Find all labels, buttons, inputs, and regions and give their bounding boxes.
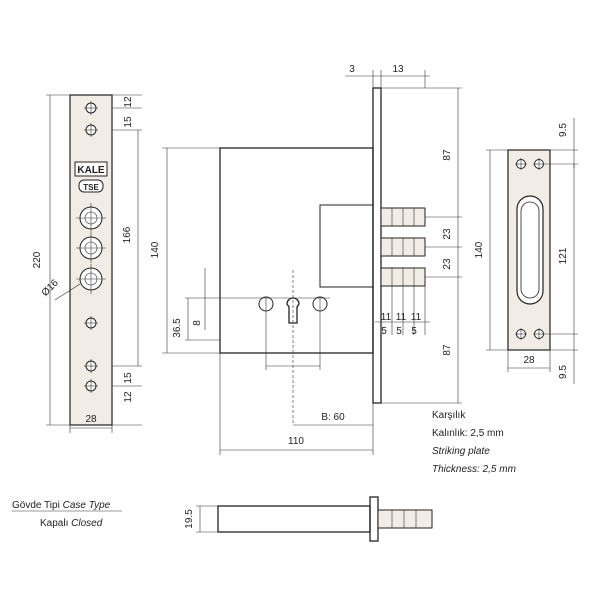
faceplate-screw-top-2 [84, 123, 98, 137]
faceplate-screw-bot-2 [84, 379, 98, 393]
dim-top-1: 12 [123, 96, 134, 108]
bolt-2 [380, 237, 426, 257]
dim-strike-bottom-off: 9.5 [558, 365, 569, 379]
dim-bolt-low-2: 5 [396, 326, 402, 337]
dim-strike-height: 140 [474, 241, 485, 258]
bottom-front-plate [369, 496, 379, 542]
striking-plate-slot [516, 195, 544, 305]
dim-front-width: 13 [392, 64, 404, 75]
dim-diameter: Ø16 [40, 277, 61, 298]
strike-thickness-tr: Kalınlık: 2,5 mm [432, 428, 504, 439]
faceplate-bolt-hole-1 [76, 203, 106, 233]
strike-screw-br [533, 328, 545, 340]
dim-bolt-width-2: 11 [396, 312, 407, 323]
strike-screw-tr [533, 158, 545, 170]
dim-lower: 87 [442, 344, 453, 356]
case-type-label: Gövde Tipi Case Type [12, 500, 111, 511]
dim-hole-span: 166 [122, 226, 133, 243]
dim-bolt-gap-2: 23 [442, 258, 453, 270]
striking-plate-slot-inner [520, 201, 540, 299]
dim-bolt-low-3: 5 [411, 326, 417, 337]
strike-screw-tl [515, 158, 527, 170]
dim-strike-top-off: 9.5 [558, 123, 569, 137]
dim-bolt-width-1: 11 [381, 312, 392, 323]
keyhole-cylinder [286, 297, 300, 324]
dim-bolt-width-3: 11 [411, 312, 422, 323]
case-type-value-tr: Kapalı [40, 518, 68, 529]
faceplate-bolt-hole-2 [76, 233, 106, 263]
bottom-view: 19.5 [184, 496, 433, 542]
dim-front-top: 3 [349, 64, 355, 75]
strike-title-tr: Karşılık [432, 410, 466, 421]
case-type-label-en: Case Type [63, 500, 111, 511]
dim-top-2: 15 [123, 116, 134, 128]
case-type-label-tr: Gövde Tipi [12, 500, 60, 511]
bottom-case-body [217, 505, 371, 533]
kale-logo-box [74, 161, 108, 177]
faceplate-screw-mid [84, 316, 98, 330]
tse-mark-box [78, 179, 104, 193]
bottom-bolt [377, 509, 433, 529]
dim-bottom-thickness: 19.5 [184, 509, 195, 529]
strike-screw-bl [515, 328, 527, 340]
case-type-value-en: Closed [71, 518, 103, 529]
dim-bottom-2: 12 [123, 391, 134, 403]
bolt-housing [319, 204, 374, 288]
tse-mark: TSE [83, 183, 99, 192]
lock-case-view: 140 36.5 8 3 13 87 23 23 87 11 11 [150, 64, 462, 455]
dim-upper: 87 [442, 149, 453, 161]
dim-bottom-1: 15 [123, 372, 134, 384]
dim-key-small: 8 [192, 320, 203, 326]
strike-thickness-en: Thickness: 2,5 mm [432, 464, 516, 475]
dim-key-offset: 36.5 [172, 318, 183, 338]
brand-logo: KALE [77, 165, 105, 176]
case-type-value: Kapalı Closed [40, 518, 103, 529]
dim-case-height: 140 [150, 241, 161, 258]
faceplate-screw-bot-1 [84, 359, 98, 373]
striking-plate-view: 140 9.5 121 9.5 28 [474, 118, 578, 384]
striking-plate-notes: Karşılık Kalınlık: 2,5 mm Striking plate… [432, 410, 516, 475]
bolt-3 [380, 267, 426, 287]
dim-backset: B: 60 [321, 412, 345, 423]
dim-bolt-low-1: 5 [381, 326, 387, 337]
case-front-plate [372, 87, 382, 404]
dim-strike-width: 28 [523, 355, 535, 366]
bolt-1 [380, 207, 426, 227]
dim-total-height: 220 [32, 251, 43, 268]
dim-faceplate-width: 28 [85, 414, 97, 425]
dim-strike-slot: 121 [558, 247, 569, 264]
dim-depth: 110 [288, 436, 304, 447]
strike-title-en: Striking plate [432, 446, 490, 457]
faceplate-view: KALE TSE 220 Ø16 166 12 15 15 12 [32, 94, 142, 433]
faceplate-bolt-hole-3 [76, 264, 106, 294]
case-type-notes: Gövde Tipi Case Type Kapalı Closed [12, 500, 122, 529]
dim-bolt-gap-1: 23 [442, 228, 453, 240]
faceplate-screw-top-1 [84, 101, 98, 115]
